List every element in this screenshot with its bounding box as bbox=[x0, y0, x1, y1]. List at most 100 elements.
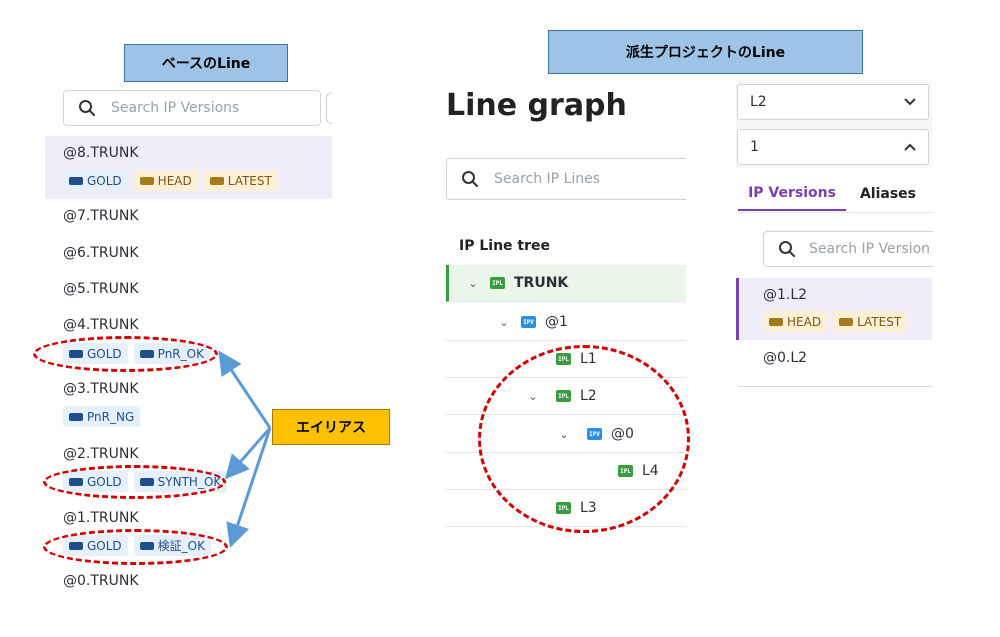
chevron-down-icon[interactable]: ⌄ bbox=[528, 389, 538, 403]
tag-icon bbox=[69, 412, 83, 421]
tag-label: GOLD bbox=[87, 538, 122, 553]
left-version-tags: GOLD 検証_OK bbox=[63, 535, 211, 556]
tag-label: HEAD bbox=[787, 314, 822, 329]
left-version-tags: GOLD SYNTH_OK bbox=[63, 471, 228, 492]
right-search-field[interactable] bbox=[763, 231, 933, 267]
tag-label: SYNTH_OK bbox=[157, 474, 222, 489]
chevron-down-icon[interactable]: ⌄ bbox=[468, 276, 478, 290]
left-version-tags: PnR_NG bbox=[63, 406, 141, 427]
select-value: 1 bbox=[750, 139, 759, 155]
left-search-input[interactable] bbox=[109, 99, 320, 117]
tag-label: LATEST bbox=[227, 173, 272, 188]
version-label: @6.TRUNK bbox=[63, 245, 139, 261]
left-version-row[interactable]: @6.TRUNK bbox=[63, 245, 139, 261]
chevron-up-icon bbox=[904, 143, 916, 151]
line-search-field[interactable] bbox=[446, 158, 686, 200]
select-value: L2 bbox=[750, 94, 767, 110]
search-icon bbox=[779, 241, 795, 257]
arrow-line bbox=[226, 427, 272, 548]
version-label: @4.TRUNK bbox=[63, 317, 139, 333]
alias-tag[interactable]: GOLD bbox=[63, 170, 128, 191]
arrow-line bbox=[218, 350, 272, 429]
version-select[interactable]: 1 bbox=[737, 129, 929, 165]
alias-tag[interactable]: HEAD bbox=[763, 311, 828, 332]
right-search-input[interactable] bbox=[807, 240, 933, 258]
tabs-divider bbox=[738, 212, 932, 213]
right-version-row[interactable]: @1.L2 bbox=[763, 287, 807, 303]
left-version-row[interactable]: @3.TRUNK bbox=[63, 381, 139, 397]
alias-tag[interactable]: GOLD bbox=[63, 343, 128, 364]
tree-label: L4 bbox=[642, 463, 659, 479]
tag-icon bbox=[69, 349, 83, 358]
tag-icon bbox=[139, 349, 154, 358]
alias-tag[interactable]: HEAD bbox=[133, 170, 198, 191]
tag-icon bbox=[139, 176, 154, 185]
version-label: @1.TRUNK bbox=[63, 510, 139, 526]
tag-icon bbox=[839, 317, 854, 326]
tree-row-line[interactable]: ⌄ IPL L2 bbox=[446, 378, 686, 415]
ipl-icon: IPL bbox=[556, 390, 571, 402]
ipl-icon: IPL bbox=[618, 465, 633, 477]
tag-icon bbox=[69, 541, 83, 550]
tree-row-line[interactable]: IPL L1 bbox=[446, 341, 686, 378]
callout-base-line: ベースのLine bbox=[124, 44, 288, 82]
alias-tag[interactable]: GOLD bbox=[63, 535, 128, 556]
search-icon bbox=[462, 171, 478, 187]
alias-tag[interactable]: 検証_OK bbox=[133, 535, 211, 556]
alias-tag[interactable]: PnR_OK bbox=[133, 343, 210, 364]
alias-tag[interactable]: LATEST bbox=[833, 311, 908, 332]
line-select[interactable]: L2 bbox=[737, 84, 929, 120]
tag-label: GOLD bbox=[87, 173, 122, 188]
left-version-row[interactable]: @7.TRUNK bbox=[63, 208, 139, 224]
right-list-bottom-divider bbox=[738, 386, 932, 387]
version-label: @0.TRUNK bbox=[63, 573, 139, 589]
version-label: @3.TRUNK bbox=[63, 381, 139, 397]
version-label: @2.TRUNK bbox=[63, 446, 139, 462]
tree-label: TRUNK bbox=[514, 275, 569, 291]
tree-row-line[interactable]: IPL L4 bbox=[446, 453, 686, 490]
version-label: @8.TRUNK bbox=[63, 145, 139, 161]
ipl-icon: IPL bbox=[556, 353, 571, 365]
tab-ip-versions[interactable]: IP Versions bbox=[738, 176, 846, 211]
alias-tag[interactable]: GOLD bbox=[63, 471, 128, 492]
tree-row-version[interactable]: ⌄ IPV @0 bbox=[446, 416, 686, 453]
left-version-row[interactable]: @8.TRUNK bbox=[63, 145, 139, 161]
tag-label: LATEST bbox=[857, 314, 902, 329]
tree-label: L2 bbox=[580, 388, 597, 404]
version-label: @1.L2 bbox=[763, 287, 808, 303]
tree-label: @0 bbox=[611, 426, 634, 442]
right-version-tags: HEAD LATEST bbox=[763, 311, 908, 332]
left-version-row[interactable]: @1.TRUNK bbox=[63, 510, 139, 526]
arrow-line bbox=[225, 427, 272, 480]
left-version-row[interactable]: @2.TRUNK bbox=[63, 446, 139, 462]
chevron-down-icon[interactable]: ⌄ bbox=[499, 315, 509, 329]
left-search-field[interactable] bbox=[63, 90, 321, 126]
tag-label: HEAD bbox=[157, 173, 192, 188]
left-version-row[interactable]: @5.TRUNK bbox=[63, 281, 139, 297]
left-version-row[interactable]: @0.TRUNK bbox=[63, 573, 139, 589]
tag-icon bbox=[769, 317, 783, 326]
alias-tag[interactable]: LATEST bbox=[203, 170, 278, 191]
tree-row-version[interactable]: ⌄ IPV @1 bbox=[446, 304, 686, 341]
tag-icon bbox=[209, 176, 224, 185]
tab-aliases[interactable]: Aliases bbox=[859, 185, 917, 202]
tree-label: @1 bbox=[545, 314, 568, 330]
chevron-down-icon[interactable]: ⌄ bbox=[559, 427, 569, 441]
alias-tag[interactable]: PnR_NG bbox=[63, 406, 141, 427]
tree-row-line[interactable]: IPL L3 bbox=[446, 490, 686, 527]
left-version-row[interactable]: @4.TRUNK bbox=[63, 317, 139, 333]
ipv-icon: IPV bbox=[587, 428, 602, 440]
tag-icon bbox=[69, 176, 83, 185]
tree-header: IP Line tree bbox=[459, 238, 550, 254]
tree-label: L1 bbox=[580, 351, 597, 367]
tag-label: 検証_OK bbox=[157, 539, 205, 553]
search-icon bbox=[79, 100, 95, 116]
callout-derived-line: 派生プロジェクトのLine bbox=[548, 30, 863, 74]
tag-icon bbox=[69, 477, 83, 486]
right-version-row[interactable]: @0.L2 bbox=[763, 350, 807, 366]
alias-tag[interactable]: SYNTH_OK bbox=[133, 471, 228, 492]
version-label: @7.TRUNK bbox=[63, 208, 139, 224]
tree-row-trunk[interactable]: ⌄ IPL TRUNK bbox=[446, 265, 686, 302]
line-search-input[interactable] bbox=[492, 170, 686, 188]
